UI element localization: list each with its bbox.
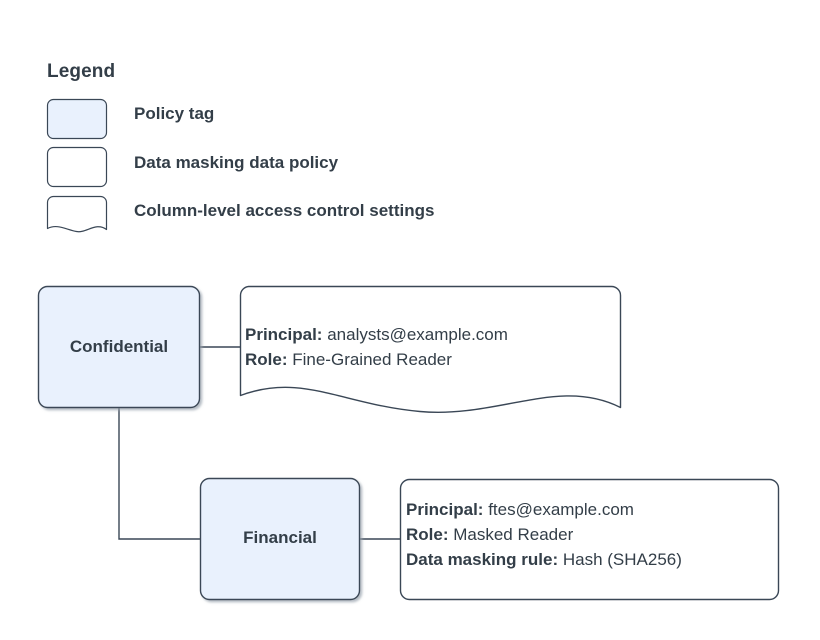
callout-line-value: Hash (SHA256) [562, 550, 682, 569]
callout-financial-text: Principal: ftes@example.com Role: Masked… [406, 497, 682, 572]
legend-title: Legend [47, 61, 116, 82]
connector-confidential-to-financial [118, 408, 201, 540]
callout-line-key: Principal: [245, 325, 323, 344]
callout-line-value: analysts@example.com [327, 325, 508, 344]
callout-line-key: Role: [245, 350, 288, 369]
callout-line-key: Role: [406, 525, 449, 544]
node-confidential[interactable] [37, 285, 201, 409]
callout-line-value: Fine-Grained Reader [292, 350, 452, 369]
legend-item-label-column-access-settings: Column-level access control settings [134, 201, 435, 220]
legend-item-label-policy-tag: Policy tag [134, 104, 215, 123]
legend-group [46, 98, 108, 233]
callout-line: Data masking rule: Hash (SHA256) [406, 547, 682, 572]
callout-financial[interactable] [399, 478, 780, 601]
callout-line-key: Principal: [406, 500, 484, 519]
node-label-confidential: Confidential [69, 337, 169, 356]
legend-swatch-policy-tag [46, 98, 108, 140]
callout-line-value: ftes@example.com [488, 500, 634, 519]
callout-line: Principal: analysts@example.com [245, 322, 508, 347]
callout-line: Role: Masked Reader [406, 522, 682, 547]
legend-item-label-data-masking-policy: Data masking data policy [134, 153, 339, 172]
callout-line: Principal: ftes@example.com [406, 497, 682, 522]
node-financial[interactable] [199, 477, 361, 601]
callout-line: Role: Fine-Grained Reader [245, 347, 508, 372]
callout-line-key: Data masking rule: [406, 550, 559, 569]
callout-line-value: Masked Reader [453, 525, 574, 544]
connectors-group [118, 346, 401, 540]
callout-confidential-text: Principal: analysts@example.com Role: Fi… [245, 322, 508, 372]
node-label-financial: Financial [243, 528, 317, 547]
legend-swatch-data-masking-policy [46, 146, 108, 188]
legend-swatch-column-access-settings [46, 195, 108, 233]
callout-confidential[interactable] [239, 285, 622, 413]
